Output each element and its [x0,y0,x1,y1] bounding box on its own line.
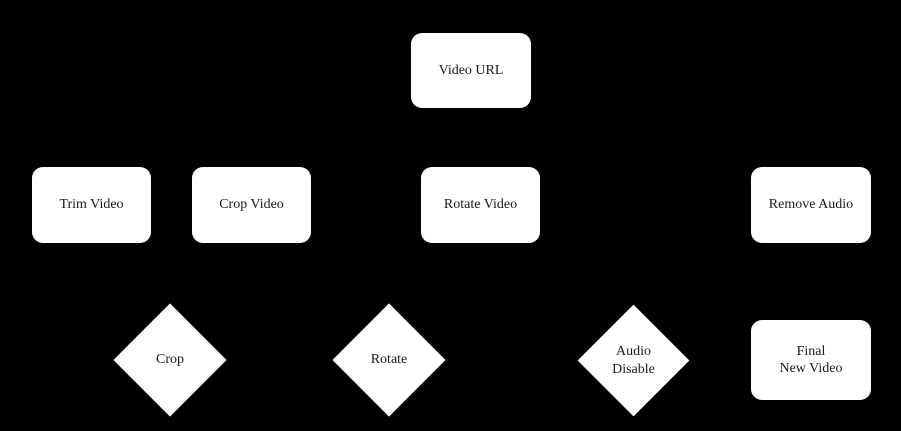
node-crop-decision[interactable]: Crop [113,303,227,417]
node-remove-audio[interactable]: Remove Audio [751,167,871,243]
node-rotate-label: Rotate [370,352,408,368]
node-audio-disable-label: Audio Disable [612,344,655,377]
node-final-new-video[interactable]: Final New Video [751,320,871,400]
node-trim-video[interactable]: Trim Video [32,167,151,243]
node-crop-video[interactable]: Crop Video [192,167,311,243]
node-crop-label: Crop [156,352,184,368]
node-video-url[interactable]: Video URL [411,33,531,108]
node-audio-disable-decision[interactable]: Audio Disable [577,304,690,417]
node-rotate-decision[interactable]: Rotate [332,303,446,417]
node-rotate-video[interactable]: Rotate Video [421,167,540,243]
